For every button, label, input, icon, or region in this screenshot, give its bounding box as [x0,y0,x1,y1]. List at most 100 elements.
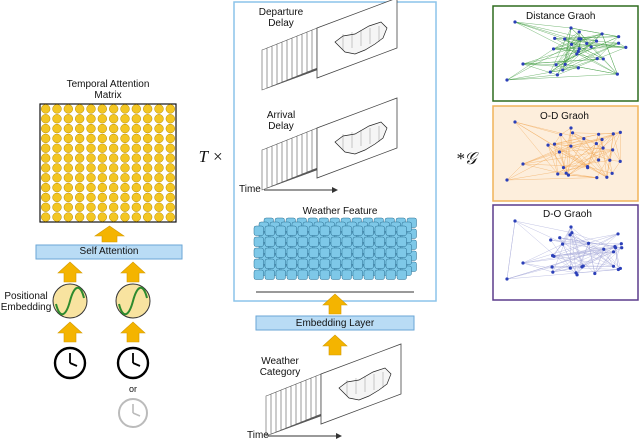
feature-cube [396,269,407,280]
graph-edge [588,243,596,274]
graph-node [600,32,604,36]
graph-edge [570,27,619,37]
t-times-operator: T × [198,147,224,166]
graph-edge [603,249,614,267]
feature-cube [374,258,385,269]
graph-edge [557,173,597,178]
matrix-cell [154,153,164,163]
graph-edge [594,247,622,274]
graph-edge [551,233,619,268]
graph-node [624,45,628,49]
matrix-cell [97,212,107,222]
graph-node [569,225,573,229]
graph-edge [564,38,626,48]
matrix-cell [154,114,164,124]
graph-edge [522,262,577,274]
graph-node [600,137,604,142]
matrix-cell [165,114,175,124]
graph-edge [601,33,618,75]
graph-node [513,20,517,24]
matrix-cell [86,182,96,193]
graph-node [559,132,563,137]
arrival-label-line1: Arrival [266,110,296,121]
graph-edge [602,147,611,161]
graph-node [619,242,623,246]
arrow-up-icon [57,261,83,283]
matrix-cell [109,153,119,163]
matrix-cell [109,182,119,193]
do-graph-label: D-O Graoh [543,209,592,220]
matrix-cell [143,212,153,222]
positional-label-line2: Embedding [0,302,52,313]
matrix-cell [41,143,51,153]
graph-edge [564,27,572,65]
graph-edge [571,232,619,270]
matrix-cell [97,202,107,212]
graph-edge [506,163,524,181]
feature-cube [264,258,275,269]
graph-edge [514,21,587,44]
graph-edge [506,166,588,181]
distance-graph-panel [492,5,639,102]
feature-cube [330,258,341,269]
matrix-cell [143,153,153,163]
feature-cube [363,225,374,236]
graph-edge [554,134,599,145]
feature-cube [253,225,264,236]
matrix-cell [52,143,62,153]
matrix-title-line2: Matrix [94,90,122,101]
matrix-cell [75,212,85,222]
graph-edge [506,269,619,280]
graph-node [616,267,620,272]
feature-cube [264,225,275,236]
graph-node [551,270,555,274]
graph-edge [522,138,584,165]
matrix-cell [120,212,130,222]
graph-edge [570,145,608,178]
departure-label-line2: Delay [268,18,294,29]
matrix-cell [41,104,51,114]
feature-cube [352,269,363,280]
matrix-cell [75,153,85,163]
graph-edge [565,64,618,75]
feature-cube [286,269,297,280]
graph-node [595,57,599,61]
matrix-cell [75,133,85,144]
graph-node [569,126,573,130]
graph-edge [557,44,572,76]
matrix-cell [120,192,130,203]
feature-cube [374,225,385,236]
matrix-cell [63,192,73,203]
feature-cube [330,236,341,247]
graph-node [568,233,572,237]
graph-edge [612,149,621,162]
graph-edge [553,226,572,257]
feature-cube [396,225,407,236]
feature-cube [374,247,385,258]
matrix-cell [165,182,175,193]
feature-cube [385,269,396,280]
matrix-cell [41,123,51,134]
matrix-cell [154,123,164,134]
feature-cube [308,247,319,258]
graph-edge [552,266,619,270]
graph-edge [514,121,558,175]
graph-node [505,178,509,182]
graph-edge [559,237,595,274]
graph-edge [550,27,572,73]
matrix-cell [154,173,164,183]
time-label-2: Time [247,430,269,441]
arrow-up-icon [57,321,83,343]
matrix-cell [86,163,96,173]
time-label-1: Time [239,184,261,195]
graph-edge [553,47,626,50]
graph-edge [522,145,572,165]
feature-cube [286,258,297,269]
graph-edge [565,127,572,174]
graph-node [579,37,583,41]
matrix-cell [86,153,96,163]
matrix-cell [143,202,153,212]
matrix-cell [154,192,164,203]
graph-edge [597,36,619,59]
